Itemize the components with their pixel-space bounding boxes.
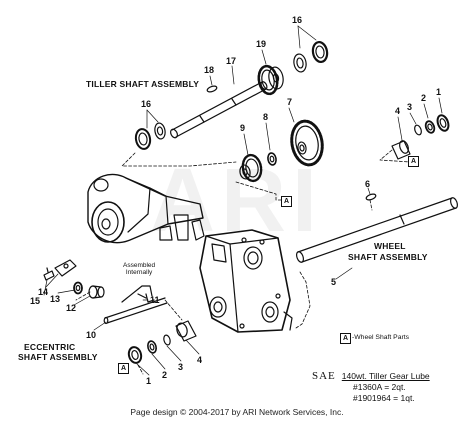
left-housing xyxy=(87,173,205,244)
part-number-2-right: 2 xyxy=(421,93,427,103)
number-leaders xyxy=(43,25,443,376)
eccentric-shaft-parts xyxy=(43,259,168,325)
part-number-11: 11 xyxy=(150,295,160,305)
wheel-shaft-parts-legend: -Wheel Shaft Parts xyxy=(352,334,410,341)
wheel-shaft xyxy=(296,197,458,263)
part-number-7: 7 xyxy=(287,97,293,107)
part-number-15: 15 xyxy=(30,296,41,306)
part-number-16-right: 16 xyxy=(292,15,303,25)
part-number-5: 5 xyxy=(331,277,337,287)
wheel-shaft-assembly-label: WHEEL xyxy=(374,241,406,252)
lube-line1: #1360A = 2qt. xyxy=(353,382,406,392)
assembled-line1: Assembled xyxy=(123,262,156,269)
page-footer-copyright: Page design © 2004-2017 by ARI Network S… xyxy=(130,407,344,417)
box-a-legend: A xyxy=(340,333,351,344)
part-number-1-right: 1 xyxy=(436,87,442,97)
assembled-internally-note: Assembled Internally xyxy=(123,262,155,277)
box-a-marker-tiller: A xyxy=(281,196,292,207)
tiller-shaft xyxy=(170,81,268,139)
part-number-4-right: 4 xyxy=(395,106,401,116)
lower-parts-1-4 xyxy=(127,320,197,364)
part-number-14: 14 xyxy=(38,287,49,297)
part-number-1-lower: 1 xyxy=(146,376,152,386)
part-number-2-lower: 2 xyxy=(162,370,168,380)
wheel-shaft-assembly-line1: WHEEL xyxy=(374,241,406,251)
lube-title: 140wt. Tiller Gear Lube xyxy=(341,371,430,381)
eccentric-line1: ECCENTRIC xyxy=(24,342,76,352)
key-6 xyxy=(365,193,377,201)
assembled-line2: Internally xyxy=(125,269,153,277)
part-number-16-left: 16 xyxy=(141,99,152,109)
part-number-3-lower: 3 xyxy=(178,362,184,372)
bearing-16-left xyxy=(134,122,166,150)
part-number-19: 19 xyxy=(256,39,267,49)
part-number-17: 17 xyxy=(226,56,237,66)
lube-line2: #1901964 = 1qt. xyxy=(353,393,415,403)
key-18 xyxy=(206,85,218,93)
sprocket-9 xyxy=(239,153,263,183)
part-number-18: 18 xyxy=(204,65,215,75)
washer-8 xyxy=(267,152,277,166)
lube-note: SAE 140wt. Tiller Gear Lube xyxy=(312,370,430,383)
bearing-16-right xyxy=(293,40,329,73)
eccentric-shaft-assembly-label: ECCENTRIC SHAFT ASSEMBLY xyxy=(18,342,98,363)
part-number-3-right: 3 xyxy=(407,102,413,112)
box-a-marker-lower: A xyxy=(118,363,129,374)
eccentric-line2: SHAFT ASSEMBLY xyxy=(18,351,98,362)
part-number-10: 10 xyxy=(86,330,97,340)
part-number-8: 8 xyxy=(263,112,269,122)
gear-19 xyxy=(257,64,284,96)
part-number-9: 9 xyxy=(240,123,246,133)
tiller-shaft-assembly-label: TILLER SHAFT ASSEMBLY xyxy=(86,79,200,89)
right-parts-1-4 xyxy=(391,114,450,160)
box-a-marker-right: A xyxy=(408,156,419,167)
part-number-4-lower: 4 xyxy=(197,355,203,365)
part-number-13: 13 xyxy=(50,294,61,304)
part-number-6: 6 xyxy=(365,179,371,189)
part-number-12: 12 xyxy=(66,303,77,313)
wheel-shaft-assembly-label-2: SHAFT ASSEMBLY xyxy=(348,252,428,262)
leader-lines xyxy=(75,149,411,375)
lube-sae: SAE xyxy=(312,370,336,382)
gear-7 xyxy=(290,119,324,167)
gear-housing xyxy=(199,229,293,333)
